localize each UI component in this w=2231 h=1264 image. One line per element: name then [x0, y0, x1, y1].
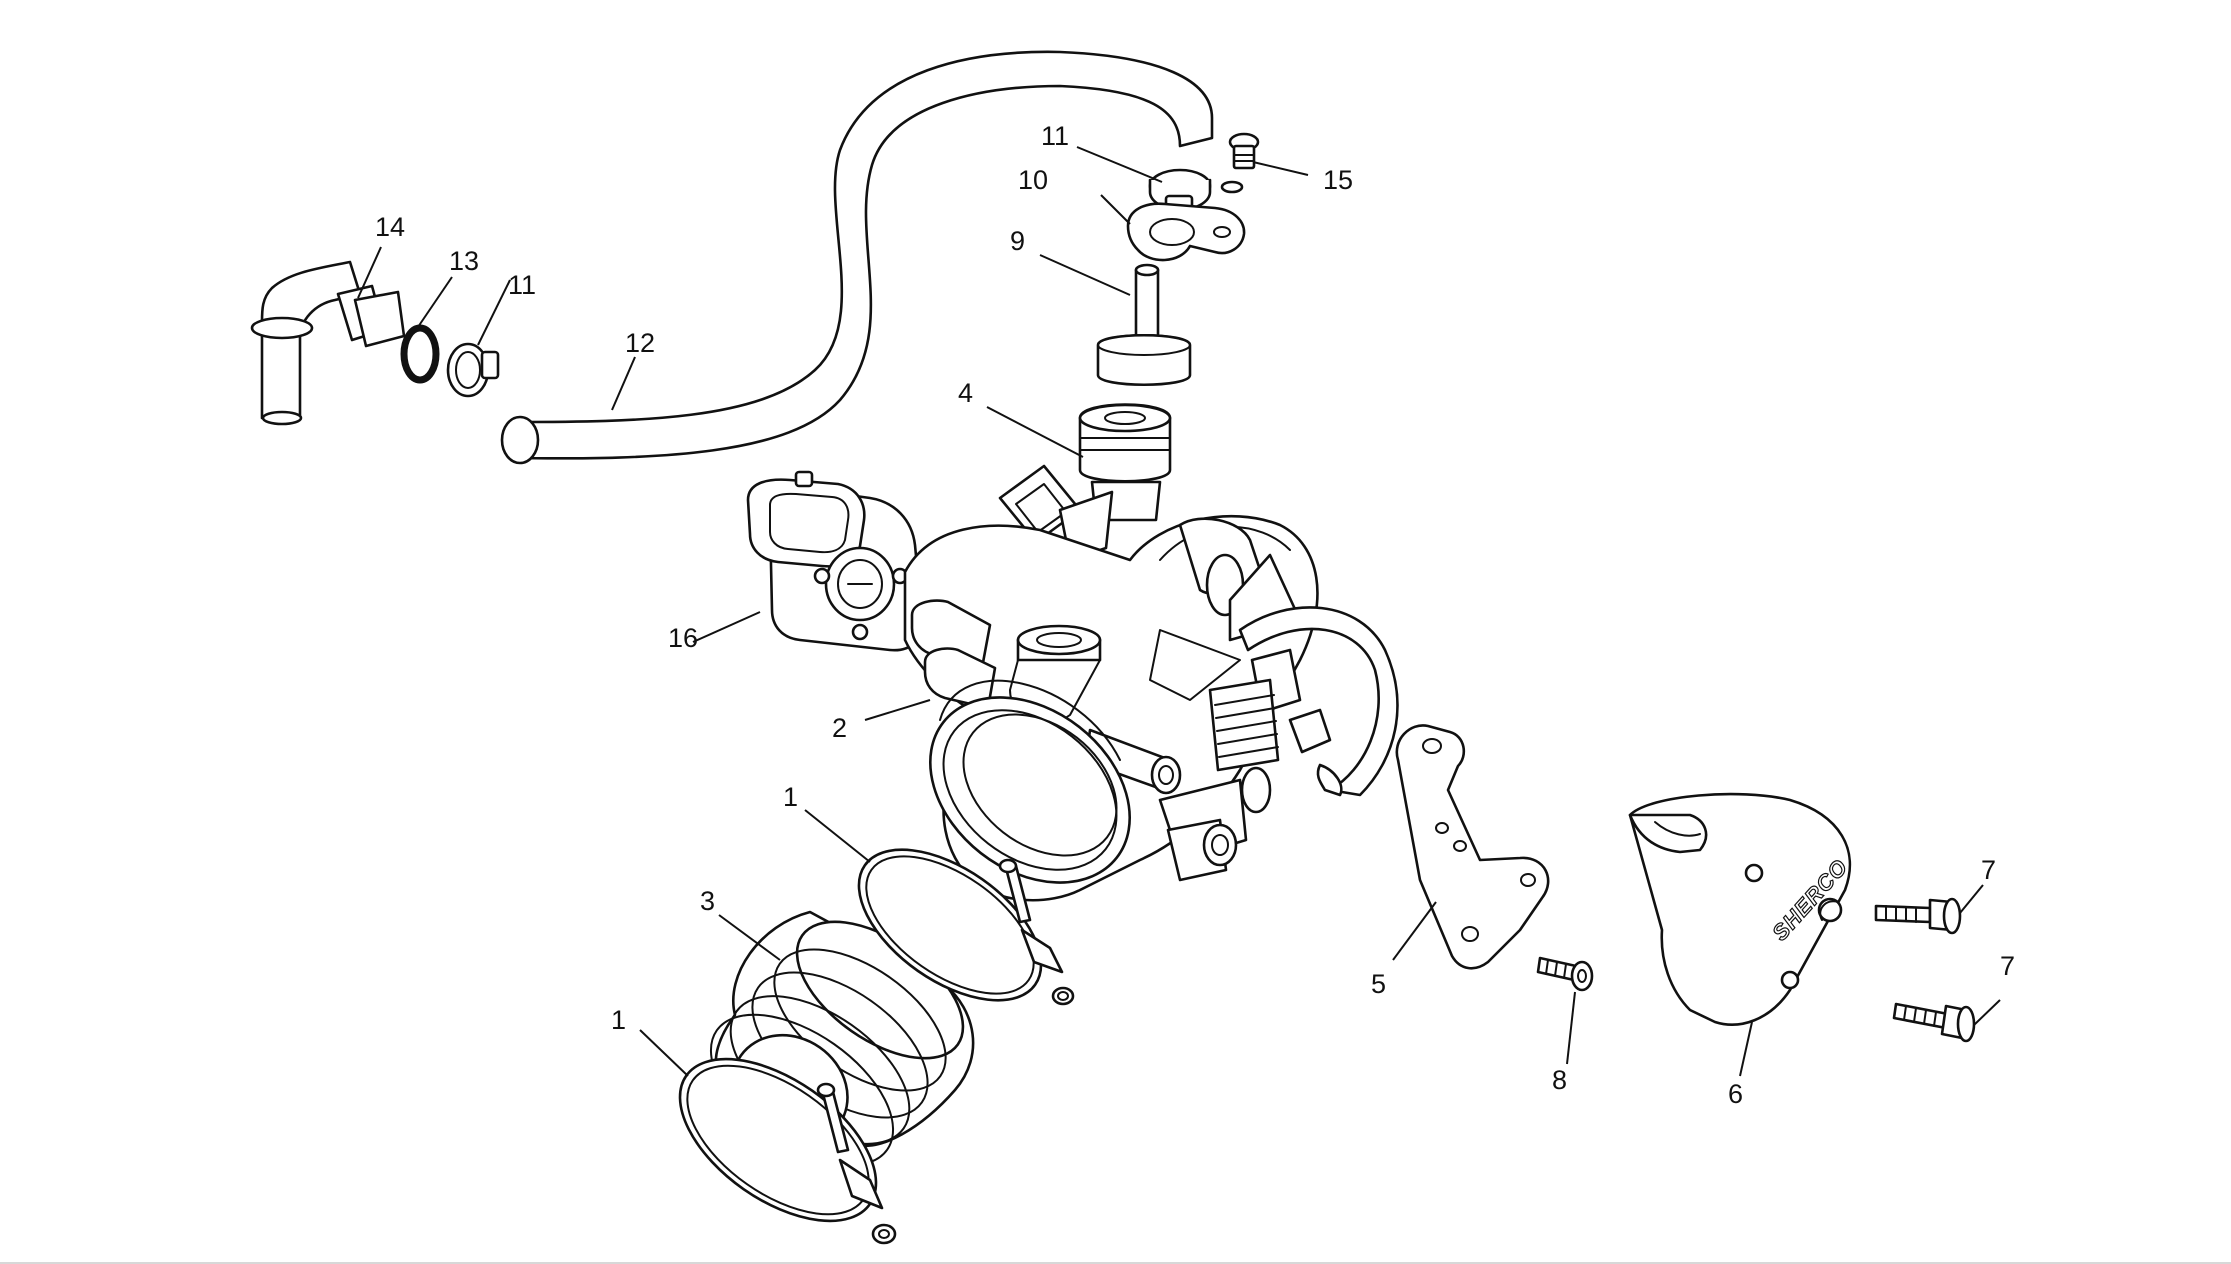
callout-12: 12 — [625, 328, 655, 358]
part-11-hose-clamp-left — [446, 342, 500, 398]
callout-1-upper: 1 — [783, 782, 798, 812]
part-16-throttle-sensor — [746, 470, 924, 652]
part-2-throttle-body — [903, 514, 1399, 902]
callout-9: 9 — [1010, 226, 1025, 256]
callout-4: 4 — [958, 378, 973, 408]
callout-labels: 1 1 2 3 4 5 6 7 7 8 9 10 11 11 12 13 14 … — [375, 121, 2015, 1109]
callout-11-left: 11 — [508, 270, 536, 300]
part-13-o-ring — [400, 324, 440, 384]
part-6-throttle-cover: SHERCO — [1628, 792, 1853, 1026]
callout-14: 14 — [375, 212, 405, 242]
part-7-screw-upper — [1874, 897, 1962, 935]
part-10-flange-bracket — [1126, 202, 1246, 262]
part-1-clamp-lower — [678, 1057, 897, 1245]
callout-11-top: 11 — [1041, 121, 1069, 151]
callout-8: 8 — [1552, 1065, 1567, 1095]
callout-7-upper: 7 — [1981, 855, 1996, 885]
part-7-screw-lower — [1892, 1002, 1976, 1043]
callout-5: 5 — [1371, 969, 1386, 999]
callout-2: 2 — [832, 713, 847, 743]
callout-3: 3 — [700, 886, 715, 916]
callout-16: 16 — [668, 623, 698, 653]
callout-7-lower: 7 — [2000, 951, 2015, 981]
part-5-bracket-plate — [1395, 724, 1550, 970]
part-12-fuel-hose — [500, 50, 1214, 465]
callout-13: 13 — [449, 246, 479, 276]
part-8-screw — [1536, 956, 1594, 992]
callout-10: 10 — [1018, 165, 1048, 195]
part-14-elbow-connector — [250, 260, 406, 426]
callout-6: 6 — [1728, 1079, 1743, 1109]
leader-lines — [357, 146, 2001, 1077]
part-1-clamp-upper — [857, 848, 1075, 1006]
callout-1-lower: 1 — [611, 1005, 626, 1035]
callout-15: 15 — [1323, 165, 1353, 195]
bottom-rule — [0, 1262, 2231, 1264]
part-9-injector-pipe — [1096, 263, 1192, 386]
part-15-screw — [1220, 132, 1260, 194]
